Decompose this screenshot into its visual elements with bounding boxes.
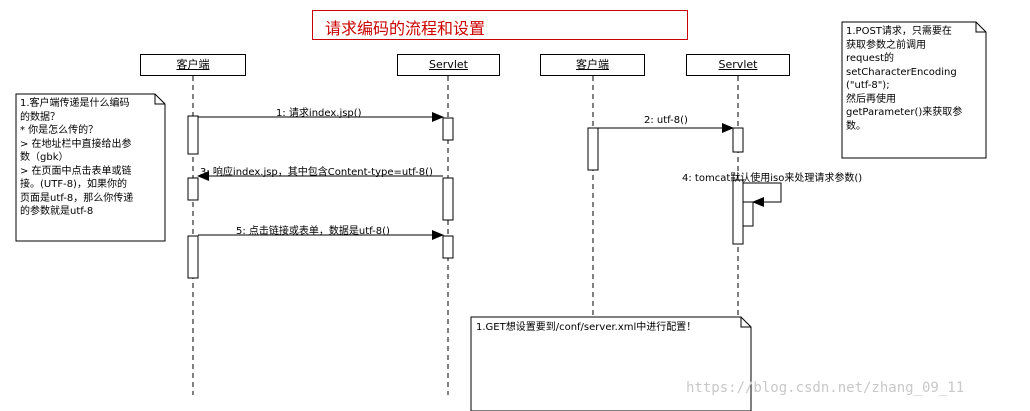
message-1-label: 1: 请求index.jsp() bbox=[276, 108, 362, 119]
message-3-label: 3: 响应index.jsp，其中包含Content-type=utf-8() bbox=[200, 167, 433, 178]
actor-servlet-1: Servlet bbox=[397, 54, 500, 76]
actor-servlet-2: Servlet bbox=[686, 54, 790, 76]
activation-client-1a bbox=[187, 115, 199, 155]
message-4-label: 4: tomcat默认使用iso来处理请求参数() bbox=[682, 173, 863, 184]
message-2-label: 2: utf-8() bbox=[644, 115, 688, 126]
actor-client-1: 客户端 bbox=[140, 54, 246, 76]
watermark: https://blog.csdn.net/zhang_09_11 bbox=[686, 380, 965, 396]
note-right: 1.POST请求，只需要在 获取参数之前调用 request的 setChara… bbox=[846, 26, 963, 132]
activation-servlet-2b bbox=[732, 179, 744, 245]
message-4-arrow bbox=[743, 182, 782, 207]
activation-client-1c bbox=[187, 235, 199, 279]
note-bottom: 1.GET想设置要到/conf/server.xml中进行配置！ bbox=[476, 322, 697, 333]
activation-servlet-2a bbox=[732, 127, 744, 153]
diagram-title-box: 请求编码的流程和设置 bbox=[312, 10, 688, 40]
note-bottom-shape bbox=[470, 316, 752, 411]
activation-client-1b bbox=[187, 177, 199, 201]
activation-servlet-1b bbox=[442, 177, 454, 221]
note-right-shape bbox=[841, 21, 987, 159]
message-5-label: 5: 点击链接或表单，数据是utf-8() bbox=[236, 226, 390, 237]
activation-servlet-1a bbox=[442, 117, 454, 141]
activation-servlet-1c bbox=[442, 235, 454, 259]
activation-servlet-2c bbox=[742, 201, 754, 227]
note-left: 1.客户端传递是什么编码 的数据？ * 你是怎么传的？ > 在地址栏中直接给出参… bbox=[20, 98, 134, 217]
actor-client-2: 客户端 bbox=[540, 54, 645, 76]
activation-client-2 bbox=[587, 127, 599, 171]
diagram-title: 请求编码的流程和设置 bbox=[325, 19, 486, 38]
note-left-shape bbox=[15, 93, 166, 242]
